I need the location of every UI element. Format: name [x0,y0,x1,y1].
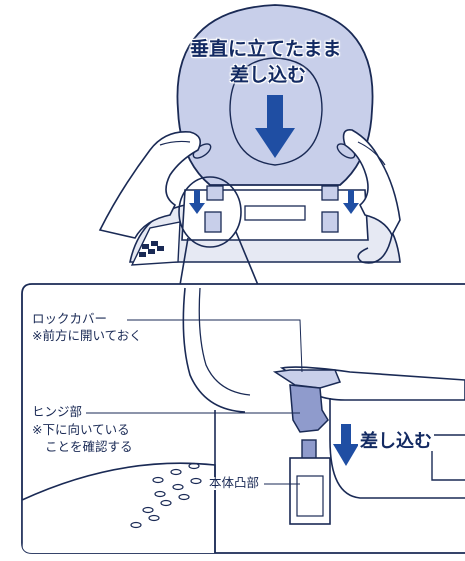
left-hinge-block [206,185,224,201]
magnifier-connector-left [179,237,189,286]
right-hinge-arrow [343,190,359,214]
seat-edge-inner [198,287,251,396]
instruction-line-2: 差し込む [230,64,307,86]
right-hand-finger [357,141,386,166]
left-hand [98,131,201,239]
left-hinge-arrow [189,190,205,214]
hinge-label: ヒンジ部 [32,404,83,419]
lock-cover-note: ※前方に開いておく [32,328,142,343]
detail-illustration [21,283,465,554]
top-illustration [98,4,401,286]
right-hinge-block [321,185,339,201]
plate-slot [244,205,306,221]
panel-button [157,246,164,251]
magnifier-connector-right [235,231,259,286]
panel-button [148,249,155,254]
plate-bolt-left [204,211,222,233]
panel-button [151,241,158,246]
left-hand-finger [159,140,191,146]
instruction-line-1: 垂直に立てたまま [190,38,342,60]
seat-edge [182,287,246,413]
insert-arrow [333,424,359,466]
right-hand [342,128,401,237]
plate-bolt-right [321,211,339,233]
vent-holes [130,462,202,529]
plate-lower [329,398,465,499]
body-protrusion-inner [296,475,324,517]
insert-label: 差し込む [358,431,434,452]
lock-cover-label: ロックカバー [32,311,108,326]
body-protrusion-top [301,439,317,461]
hinge-part [289,384,329,433]
seat-lid-inner [229,57,323,166]
panel-button [139,252,146,257]
panel-button [142,244,149,249]
hinge-note-line-2: ことを確認する [45,439,133,454]
body-protrusion-label: 本体凸部 [207,475,262,490]
hinge-note-line-1: ※下に向いている [32,422,130,437]
magnifier-circle [178,176,242,248]
leader-lines [86,319,303,485]
big-down-arrow [255,95,295,158]
lock-cover-leader [127,319,303,373]
